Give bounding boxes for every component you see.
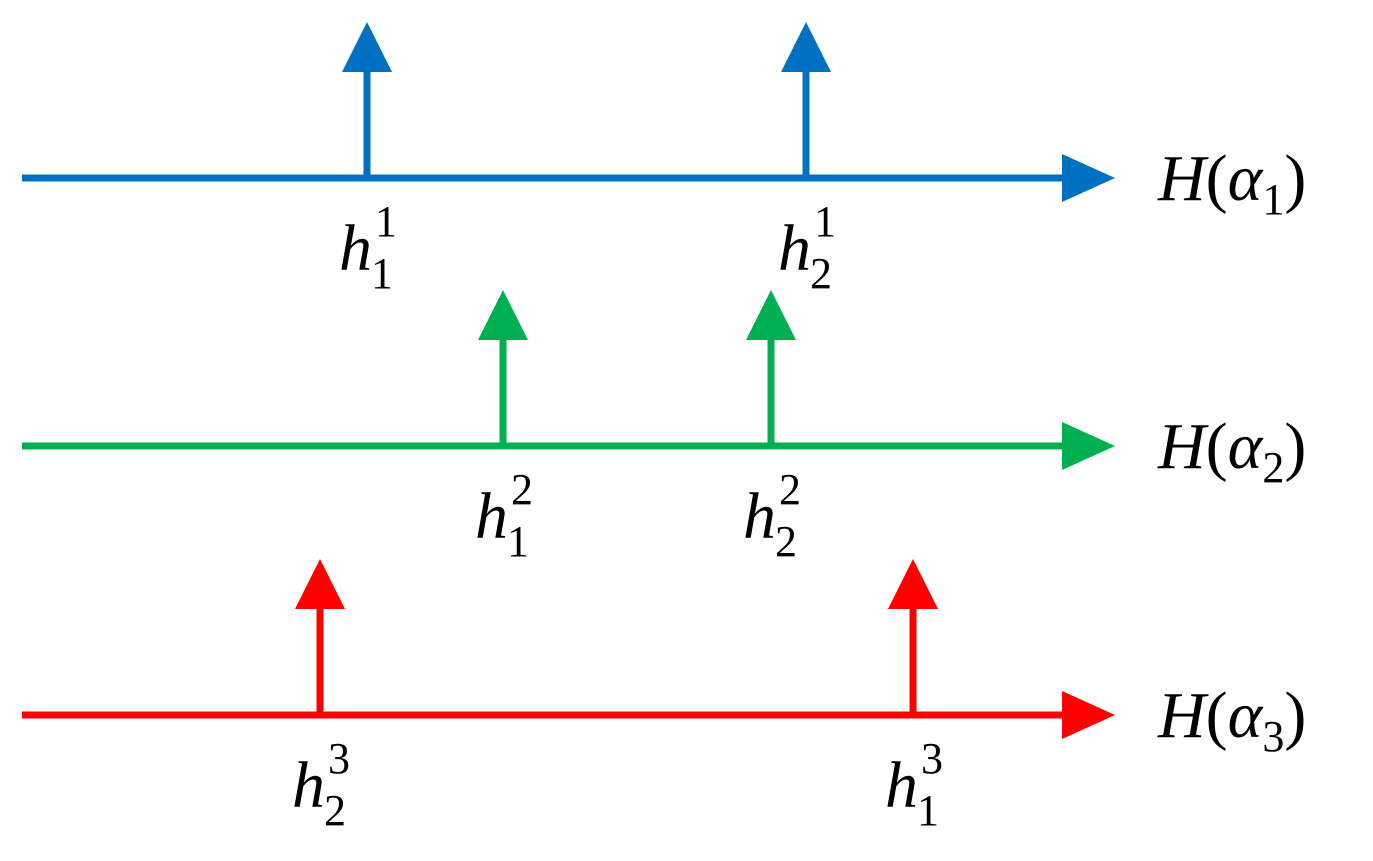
spike-arrowhead xyxy=(295,559,345,609)
spike-arrowhead xyxy=(746,290,796,340)
spike-label-base: h xyxy=(475,480,508,553)
axis-label-main: H xyxy=(1157,410,1209,483)
spike-label-sub: 1 xyxy=(371,249,393,298)
spike-label-sub: 2 xyxy=(324,786,346,835)
spike-arrowhead xyxy=(888,559,938,609)
axis-label-close: ) xyxy=(1284,142,1306,215)
axis-label-open: ( xyxy=(1206,679,1228,752)
spike-label-sup: 3 xyxy=(328,734,350,783)
axis-label-sub: 2 xyxy=(1262,443,1284,492)
axis-label-greek: α xyxy=(1228,410,1264,483)
spike-label-base: h xyxy=(292,749,325,822)
spike-label-sup: 2 xyxy=(511,465,533,514)
axis-label-sub: 3 xyxy=(1262,712,1284,761)
spike-label-sub: 1 xyxy=(507,517,529,566)
axis-label-greek: α xyxy=(1228,142,1264,215)
spike-label-sup: 3 xyxy=(921,734,943,783)
spike-label-sup: 2 xyxy=(779,465,801,514)
spike-label-base: h xyxy=(339,212,372,285)
axis-label-sub: 1 xyxy=(1262,175,1284,224)
spike-label-sub: 2 xyxy=(775,517,797,566)
axis-arrowhead xyxy=(1062,691,1115,739)
spike-arrowhead xyxy=(342,22,392,72)
spike-label-sup: 1 xyxy=(375,197,397,246)
axis-arrowhead xyxy=(1062,422,1115,470)
spike-arrowhead xyxy=(478,290,528,340)
axis-label: H(α2) xyxy=(1157,410,1306,492)
spike-label-base: h xyxy=(743,480,776,553)
axis-label-open: ( xyxy=(1206,142,1228,215)
spike-label-sub: 2 xyxy=(810,249,832,298)
spike-label-sub: 1 xyxy=(917,786,939,835)
axis-label-close: ) xyxy=(1284,410,1306,483)
spike-label-base: h xyxy=(885,749,918,822)
axis-arrowhead xyxy=(1062,154,1115,202)
axis-label-close: ) xyxy=(1284,679,1306,752)
spike-label-sup: 1 xyxy=(814,197,836,246)
spike-label-base: h xyxy=(778,212,811,285)
axis-label-greek: α xyxy=(1228,679,1264,752)
axis-label: H(α3) xyxy=(1157,679,1306,761)
axis-label: H(α1) xyxy=(1157,142,1306,224)
axis-label-main: H xyxy=(1157,679,1209,752)
axis-label-main: H xyxy=(1157,142,1209,215)
axis-label-open: ( xyxy=(1206,410,1228,483)
spike-arrowhead xyxy=(781,22,831,72)
